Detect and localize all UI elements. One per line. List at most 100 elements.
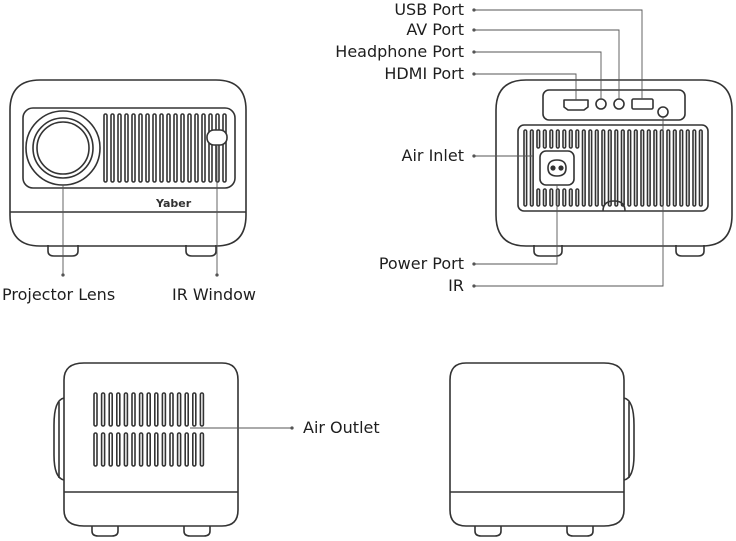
projector-lens-inner	[36, 121, 90, 175]
back-grille-slat	[555, 188, 560, 207]
air-outlet-vent	[192, 392, 197, 427]
ir-window	[206, 129, 228, 146]
label-ir: IR	[448, 276, 464, 295]
air-outlet-vent	[108, 392, 113, 427]
air-outlet-vent	[116, 432, 121, 467]
back-grille-slat	[692, 129, 697, 207]
label-headphone-port: Headphone Port	[335, 42, 464, 61]
back-grille-slat	[555, 129, 560, 149]
back-view	[495, 79, 733, 257]
back-grille-slat	[542, 188, 547, 207]
back-grille-slat	[646, 129, 651, 207]
leader-ir	[474, 117, 664, 287]
air-outlet-vent	[146, 432, 151, 467]
back-body	[495, 79, 733, 247]
front-grille-slat	[145, 113, 150, 183]
power-pin-right	[558, 165, 564, 171]
power-port-shape	[539, 150, 575, 186]
air-outlet-vent	[123, 432, 129, 467]
front-grille-slat	[152, 113, 157, 183]
back-grille-slat	[679, 129, 684, 207]
leader-hdmi-port	[474, 73, 577, 100]
air-outlet-vent	[138, 432, 144, 467]
right-side-body	[449, 362, 625, 527]
air-outlet-vent	[199, 392, 205, 427]
back-grille-slat	[607, 129, 612, 207]
back-bottom-notch	[602, 200, 626, 212]
air-outlet-vent	[108, 432, 113, 467]
back-grille-slat	[562, 188, 567, 207]
brand-logo: Yaber	[155, 197, 192, 210]
label-air-inlet: Air Inlet	[401, 146, 464, 165]
back-grille-slat	[614, 129, 619, 207]
front-grille-slat	[201, 113, 206, 183]
back-grille-slat	[575, 188, 580, 207]
front-grille-slat	[166, 113, 171, 183]
air-outlet-vent	[199, 432, 205, 467]
back-grille-slat	[685, 129, 690, 207]
air-outlet-vents	[93, 392, 205, 467]
leader-power-port	[474, 185, 558, 265]
label-usb-port: USB Port	[394, 0, 464, 19]
back-grille-slat	[549, 188, 554, 207]
air-outlet-vent	[131, 432, 136, 467]
label-air-outlet: Air Outlet	[303, 418, 380, 437]
label-hdmi-port: HDMI Port	[384, 64, 464, 83]
av-port-shape	[613, 98, 625, 110]
back-grille-slat	[568, 129, 573, 149]
air-outlet-vent	[161, 432, 167, 467]
back-foot-right	[675, 245, 705, 257]
hdmi-port-shape	[563, 99, 589, 111]
back-grille-slat	[536, 129, 541, 149]
left-foot-2	[183, 526, 211, 537]
air-outlet-vent	[100, 392, 106, 427]
front-grille-slat	[131, 113, 136, 183]
leader-lines	[61, 8, 664, 430]
back-grille-slat	[640, 129, 645, 207]
back-grille-slat	[672, 129, 677, 207]
front-grille-slat	[117, 113, 122, 183]
front-grille-slat	[215, 113, 220, 183]
back-grille-slat	[633, 129, 638, 207]
right-foot-2	[566, 526, 594, 537]
port-panel	[542, 89, 686, 121]
front-foot-right	[185, 245, 217, 257]
air-outlet-vent	[154, 392, 159, 427]
back-grille-slat	[562, 129, 567, 149]
front-grille-slat	[138, 113, 143, 183]
left-foot-1	[91, 526, 119, 537]
right-side-view	[449, 362, 635, 537]
back-grille-slat	[588, 129, 593, 207]
air-outlet-vent	[176, 432, 182, 467]
back-grille-slat	[581, 129, 586, 207]
left-side-view	[53, 362, 239, 537]
air-outlet-vent	[93, 392, 98, 427]
air-outlet-vent	[192, 432, 197, 467]
front-grille-slat	[187, 113, 192, 183]
back-grille-slat	[523, 129, 528, 207]
front-grille-slat	[180, 113, 185, 183]
back-grille-slat	[627, 129, 632, 207]
back-grille-slat	[620, 129, 625, 207]
leader-usb-port	[474, 9, 643, 99]
front-grille-slat	[110, 113, 115, 183]
air-outlet-vent	[138, 392, 144, 427]
back-foot-left	[533, 245, 563, 257]
ir-receiver-shape	[657, 106, 669, 118]
usb-port-shape	[631, 98, 654, 110]
air-outlet-vent	[131, 392, 136, 427]
air-outlet-vent	[123, 392, 129, 427]
air-outlet-vent	[184, 392, 189, 427]
front-grille-slat	[208, 113, 213, 183]
label-projector-lens: Projector Lens	[2, 285, 116, 304]
back-grille-slat	[594, 129, 599, 207]
back-grille-slat	[568, 188, 573, 207]
air-outlet-vent	[146, 392, 151, 427]
power-port-inner	[547, 159, 567, 177]
label-power-port: Power Port	[378, 254, 464, 273]
back-grille-slat	[698, 129, 703, 207]
front-body	[9, 79, 247, 247]
front-grille-slat	[124, 113, 129, 183]
back-grille-slats	[523, 129, 703, 207]
